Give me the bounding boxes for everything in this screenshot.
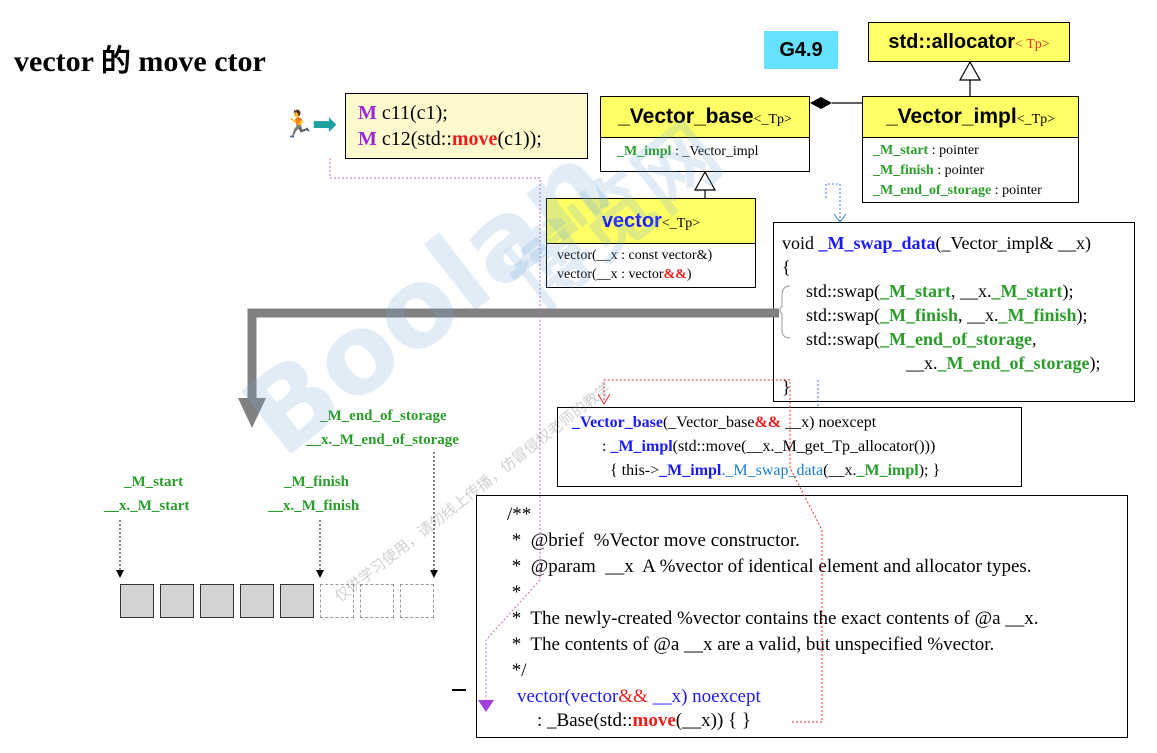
vector-impl-name: _Vector_impl: [885, 105, 1017, 128]
runner-icon: 🏃: [282, 110, 315, 140]
vector-impl-tparam: <_Tp>: [1016, 112, 1056, 127]
memory-cell-used: [200, 584, 234, 618]
memory-cell-used: [160, 584, 194, 618]
doc-comment-box: /** * @brief %Vector move constructor. *…: [476, 495, 1128, 738]
page-title: vector 的 move ctor: [14, 45, 266, 78]
vector-copy-ctor: vector(__x : const vector&): [557, 248, 713, 263]
doc-vector-ctor: vector(vector&& __x) noexcept: [517, 686, 761, 707]
impl-member-end-of-storage: _M_end_of_storage : pointer: [873, 183, 1042, 198]
swap-line-finish: std::swap(_M_finish, __x._M_finish);: [806, 305, 1088, 325]
label-x-finish: __x._M_finish: [268, 498, 360, 514]
allocator-class-box: std::allocator< Tp>: [868, 22, 1070, 62]
vector-class-box: vector<_Tp> vector(__x : const vector&) …: [546, 198, 756, 288]
vector-base-member: _M_impl : _Vector_impl: [617, 144, 759, 159]
memory-cell-used: [120, 584, 154, 618]
label-end-of-storage: _M_end_of_storage: [320, 408, 447, 424]
allocator-tparam: < Tp>: [1015, 37, 1050, 52]
memory-cell-used: [240, 584, 274, 618]
memory-cell-free: [400, 584, 434, 618]
label-start: _M_start: [124, 474, 184, 490]
usage-code-box: M c11(c1); M c12(std::move(c1));: [345, 93, 588, 159]
base-ctor-signature: _Vector_base(_Vector_base&& __x) noexcep…: [572, 414, 877, 431]
memory-cell-free: [360, 584, 394, 618]
label-x-start: __x._M_start: [104, 498, 190, 514]
base-ctor-body: { this->_M_impl._M_swap_data(__x._M_impl…: [610, 462, 941, 479]
vector-base-tparam: <_Tp>: [753, 112, 792, 127]
impl-member-start: _M_start : pointer: [873, 143, 979, 158]
allocator-name: std::allocator: [888, 31, 1016, 53]
swap-line-start: std::swap(_M_start, __x._M_start);: [806, 281, 1074, 301]
base-ctor-init: : _M_impl(std::move(__x._M_get_Tp_alloca…: [602, 438, 936, 455]
doc-vector-init: : _Base(std::move(__x)) { }: [537, 710, 752, 731]
label-x-end-of-storage: __x._M_end_of_storage: [306, 432, 459, 448]
swap-line-eos-cont: __x._M_end_of_storage);: [906, 353, 1101, 373]
memory-cell-used: [280, 584, 314, 618]
vector-base-name: _Vector_base: [618, 105, 754, 128]
impl-member-finish: _M_finish : pointer: [873, 163, 985, 178]
label-finish: _M_finish: [284, 474, 350, 490]
usage-line-move: M c12(std::move(c1));: [358, 128, 542, 150]
usage-line-copy: M c11(c1);: [358, 102, 448, 124]
vector-class-name: vector: [601, 210, 662, 232]
vector-class-tparam: <_Tp>: [661, 216, 701, 231]
pointer-arrow-icon: ➡: [312, 107, 338, 142]
vector-base-class-box: _Vector_base<_Tp> _M_impl : _Vector_impl: [600, 96, 810, 172]
swap-data-code-box: void _M_swap_data(_Vector_impl& __x) { s…: [773, 222, 1135, 402]
version-badge: G4.9: [764, 31, 838, 69]
vector-impl-class-box: _Vector_impl<_Tp> _M_start : pointer _M_…: [862, 96, 1079, 203]
swap-line-eos: std::swap(_M_end_of_storage,: [806, 329, 1037, 349]
swap-data-signature: void _M_swap_data(_Vector_impl& __x): [782, 233, 1092, 253]
memory-cell-free: [320, 584, 354, 618]
vector-move-ctor: vector(__x : vector&&): [557, 267, 692, 282]
